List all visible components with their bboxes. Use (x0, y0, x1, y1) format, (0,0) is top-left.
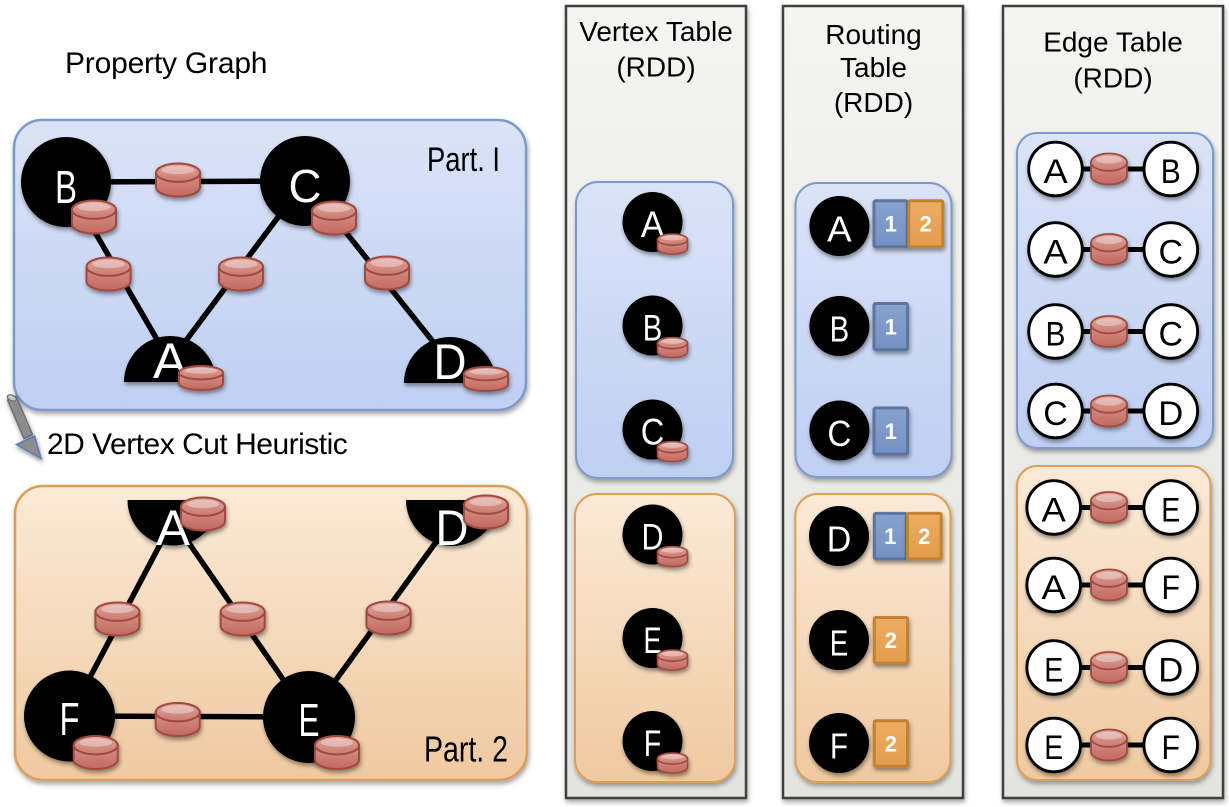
svg-text:C: C (289, 160, 322, 212)
svg-text:D: D (827, 519, 852, 560)
svg-text:1: 1 (885, 419, 897, 444)
svg-text:(RDD): (RDD) (1073, 63, 1152, 94)
svg-text:A: A (827, 209, 852, 250)
svg-text:Vertex Table: Vertex Table (579, 16, 733, 47)
svg-text:2: 2 (920, 212, 932, 237)
svg-text:2D Vertex Cut Heuristic: 2D Vertex Cut Heuristic (47, 428, 348, 461)
svg-text:F: F (1161, 729, 1180, 767)
svg-text:C: C (1043, 395, 1068, 433)
svg-text:B: B (1161, 153, 1181, 191)
svg-text:1: 1 (885, 315, 897, 340)
svg-text:E: E (299, 694, 320, 746)
svg-text:C: C (641, 412, 665, 453)
svg-text:B: B (55, 161, 77, 213)
svg-text:D: D (1158, 652, 1183, 690)
svg-text:F: F (60, 693, 80, 745)
svg-text:Routing: Routing (825, 19, 922, 50)
svg-text:C: C (1159, 234, 1184, 272)
svg-text:E: E (644, 620, 662, 661)
svg-text:C: C (1159, 316, 1184, 354)
svg-text:D: D (434, 334, 467, 390)
svg-text:F: F (1161, 569, 1180, 607)
svg-text:B: B (830, 309, 850, 350)
svg-text:E: E (1161, 492, 1180, 530)
svg-text:Edge Table: Edge Table (1043, 27, 1183, 58)
svg-text:Table: Table (840, 52, 907, 83)
svg-text:B: B (1046, 316, 1066, 354)
svg-text:E: E (830, 623, 849, 664)
svg-text:2: 2 (885, 732, 897, 757)
svg-text:(RDD): (RDD) (616, 52, 695, 83)
svg-text:2: 2 (918, 524, 930, 549)
svg-text:1: 1 (885, 212, 897, 237)
svg-text:D: D (1158, 395, 1183, 433)
svg-text:E: E (1044, 652, 1063, 690)
svg-text:B: B (643, 308, 663, 349)
svg-text:Part. I: Part. I (427, 141, 500, 179)
svg-text:D: D (642, 517, 664, 558)
svg-text:C: C (827, 413, 851, 454)
svg-text:2: 2 (885, 628, 897, 653)
svg-text:(RDD): (RDD) (834, 87, 913, 118)
svg-text:A: A (1042, 492, 1066, 530)
svg-text:F: F (644, 723, 662, 764)
svg-text:Property Graph: Property Graph (65, 47, 267, 80)
svg-text:A: A (1043, 234, 1067, 272)
svg-text:A: A (1042, 569, 1066, 607)
svg-text:A: A (1043, 153, 1067, 191)
svg-text:F: F (830, 726, 848, 767)
svg-text:1: 1 (884, 524, 896, 549)
svg-text:A: A (641, 204, 665, 245)
svg-text:Part. 2: Part. 2 (424, 729, 508, 770)
svg-text:E: E (1044, 729, 1063, 767)
